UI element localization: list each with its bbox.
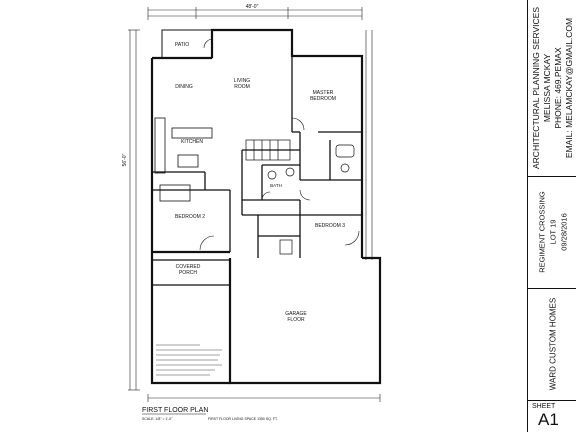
project-date: 09/28/2016	[559, 213, 568, 251]
plan-notes	[156, 344, 222, 376]
company-email: EMAIL: MELAMCKAY@GMAIL.COM	[563, 17, 574, 159]
sheet-number: A1	[538, 410, 559, 429]
project-name: REGIMENT CROSSING	[537, 191, 546, 273]
room-label-bedroom-2: BEDROOM 2	[175, 214, 205, 220]
company-person: MELISSA MCKAY	[541, 53, 552, 123]
title-block-client: WARD CUSTOM HOMES	[528, 288, 576, 401]
company-name: ARCHITECTURAL PLANNING SERVICES	[530, 6, 541, 170]
bath-fixtures	[267, 144, 355, 255]
room-label-living-line2: ROOM	[234, 84, 250, 90]
sheet-label: SHEET	[532, 403, 556, 410]
title-block-company: ARCHITECTURAL PLANNING SERVICES MELISSA …	[528, 0, 576, 177]
left-total-dimension: 56'-0"	[122, 153, 128, 166]
room-label-bedroom-3: BEDROOM 3	[315, 223, 345, 229]
plan-scale: SCALE: 1/8" = 1'-0"	[142, 417, 173, 421]
room-label-living-line1: LIVING	[234, 78, 251, 84]
plan-area: FIRST FLOOR LIVING SPACE 1350 SQ. FT.	[208, 417, 278, 421]
project-info: REGIMENT CROSSING LOT 19 09/28/2016	[536, 191, 569, 273]
plan-title: FIRST FLOOR PLAN	[142, 407, 208, 414]
room-label-bath: BATH	[270, 183, 282, 188]
room-label-master-line1: MASTER	[313, 90, 334, 96]
room-label-porch-line2: PORCH	[179, 270, 197, 276]
exterior-walls	[150, 28, 382, 385]
room-label-garage-line1: GARAGE	[285, 311, 307, 317]
room-label-kitchen: KITCHEN	[181, 139, 203, 145]
title-block: ARCHITECTURAL PLANNING SERVICES MELISSA …	[527, 0, 576, 432]
interior-walls	[152, 56, 362, 286]
room-label-dining: DINING	[175, 84, 193, 90]
project-lot: LOT 19	[548, 219, 557, 245]
stairs	[245, 139, 291, 161]
kitchen-counters	[154, 117, 213, 202]
room-label-garage-line2: FLOOR	[287, 317, 305, 323]
patio-outline	[161, 29, 213, 59]
door-swings	[199, 38, 360, 251]
company-phone: PHONE: 469.PEMAX	[552, 47, 563, 129]
top-total-dimension: 48'-0"	[246, 4, 259, 10]
room-label-master-line2: BEDROOM	[310, 96, 336, 102]
room-label-patio: PATIO	[175, 42, 189, 48]
dimension-lines	[128, 7, 381, 402]
floor-plan: 48'-0" 56'-0"	[122, 4, 382, 421]
company-info: ARCHITECTURAL PLANNING SERVICES MELISSA …	[531, 7, 575, 169]
client-name: WARD CUSTOM HOMES	[548, 297, 557, 391]
room-label-porch-line1: COVERED	[176, 264, 201, 270]
title-block-project: REGIMENT CROSSING LOT 19 09/28/2016	[528, 176, 576, 289]
